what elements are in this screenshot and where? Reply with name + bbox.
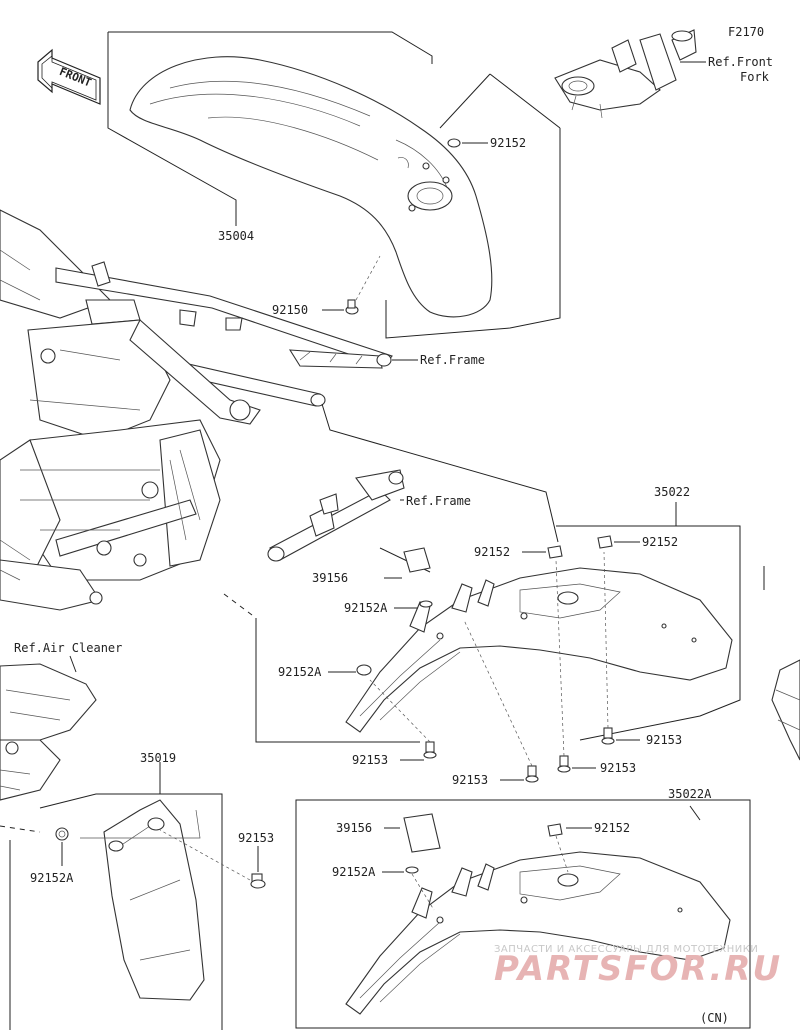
- rear-fender-35022A: [345, 851, 731, 1015]
- diagram-code: F2170: [728, 25, 764, 39]
- ref-front-fork-line1: Ref.Front: [708, 55, 773, 69]
- watermark-tagline: ЗАПЧАСТИ И АКСЕССУАРЫ ДЛЯ МОТОТЕХНИКИ: [494, 944, 758, 955]
- label-35004: 35004: [218, 229, 254, 243]
- ref-front-fork-line2: Fork: [740, 70, 770, 84]
- bolt-92153-2: [525, 765, 539, 783]
- label-92152A-3: 92152A: [30, 871, 74, 885]
- bolt-92153-5: [250, 873, 266, 889]
- label-92152-b: 92152: [642, 535, 678, 549]
- label-92152-top: 92152: [490, 136, 526, 150]
- front-fender-group-outline: [108, 31, 433, 64]
- label-92150: 92150: [272, 303, 308, 317]
- label-92152A-4: 92152A: [332, 865, 376, 879]
- partial-part-right: [771, 659, 800, 761]
- label-35022A: 35022A: [668, 787, 712, 801]
- rear-fender-35022: [345, 567, 733, 733]
- front-fork-clamp: [554, 29, 697, 119]
- group-box-35022A: [295, 799, 751, 1029]
- grommet-92152A-2: [356, 664, 372, 676]
- pad-39156-b: [403, 813, 441, 853]
- label-39156-b: 39156: [336, 821, 372, 835]
- grommet-92152A-4: [405, 866, 419, 874]
- frame-structure: [0, 209, 393, 611]
- label-35022: 35022: [654, 485, 690, 499]
- label-92152-c: 92152: [594, 821, 630, 835]
- variant-label: (CN): [700, 1011, 729, 1025]
- bolt-92153-1: [423, 741, 437, 759]
- ref-frame-a: Ref.Frame: [420, 353, 485, 367]
- front-fender-35004: [129, 56, 493, 318]
- label-35019: 35019: [140, 751, 176, 765]
- bolt-92153-3: [557, 755, 571, 773]
- clip-92152-b: [597, 535, 613, 549]
- air-cleaner-housing: [0, 663, 97, 801]
- ref-frame-b: Ref.Frame: [406, 494, 471, 508]
- clip-92152-c: [547, 823, 563, 837]
- label-92153-5: 92153: [238, 831, 274, 845]
- label-92152A-2: 92152A: [278, 665, 322, 679]
- watermark-logo: PARTSFOR.RU: [494, 949, 782, 989]
- label-92153-3: 92153: [600, 761, 636, 775]
- label-92153-1: 92153: [352, 753, 388, 767]
- washer-92152-top: [447, 138, 461, 148]
- front-arrow-icon: [37, 48, 101, 105]
- ref-air-cleaner: Ref.Air Cleaner: [14, 641, 122, 655]
- label-92152A-1: 92152A: [344, 601, 388, 615]
- mud-flap-35019: [80, 799, 205, 1001]
- bolt-92150: [345, 299, 359, 315]
- subframe-bracket: [267, 469, 405, 562]
- grommet-92152A-1: [419, 600, 433, 608]
- bolt-92153-4: [601, 727, 615, 745]
- pad-39156: [403, 547, 431, 573]
- label-92153-4: 92153: [646, 733, 682, 747]
- label-92152-a: 92152: [474, 545, 510, 559]
- label-39156: 39156: [312, 571, 348, 585]
- label-92153-2: 92153: [452, 773, 488, 787]
- grommet-92152A-3: [55, 827, 69, 841]
- clip-92152-a: [547, 545, 563, 559]
